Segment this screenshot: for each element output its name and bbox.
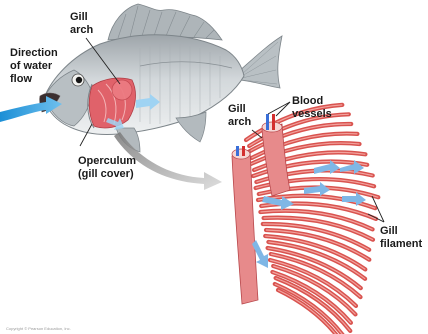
label-blood-vessels: Blood vessels: [292, 95, 332, 120]
label-operculum: Operculum (gill cover): [78, 155, 139, 180]
leader-blood-vessels-1: [268, 102, 290, 114]
blood-vessel-blue: [266, 114, 269, 130]
label-gill-arch-detail: Gill arch: [228, 103, 252, 128]
label-direction-of-water-flow: Direction of water flow: [10, 47, 61, 85]
label-gill-filament: Gill filament: [380, 225, 423, 250]
water-flow-arrow: [0, 96, 62, 122]
gill-arch-bar: [232, 150, 258, 304]
fish-pupil: [76, 77, 82, 83]
gill-arch-highlight: [112, 80, 132, 100]
label-gill-arch-top: Gill arch: [70, 11, 94, 36]
copyright-credit: Copyright © Pearson Education, Inc.: [6, 326, 71, 331]
arch-cross-section-left: [232, 146, 250, 159]
blood-vessel-red: [272, 114, 275, 130]
gill-detail: [232, 105, 378, 334]
